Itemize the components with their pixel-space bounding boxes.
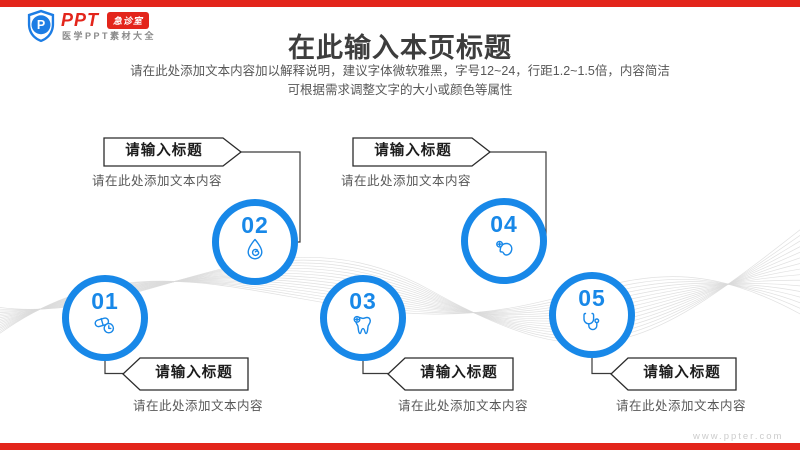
logo-badge: 急诊室 [107, 12, 150, 29]
callout-node-01: 请输入标题 [122, 357, 250, 397]
page-subtitle: 请在此处添加文本内容加以解释说明，建议字体微软雅黑，字号12~24，行距1.2~… [0, 62, 800, 100]
callout-node-03: 请输入标题 [387, 357, 515, 397]
callout-title: 请输入标题 [155, 365, 233, 381]
stethoscope-icon [583, 312, 600, 331]
svg-text:P: P [37, 18, 45, 32]
node-number: 02 [241, 212, 269, 238]
organ-plus-icon [496, 240, 513, 256]
node-circle-01: 01 [62, 275, 148, 361]
tooth-icon [353, 315, 371, 335]
callout-node-04: 请输入标题 [352, 137, 494, 173]
callout-body-text: 请在此处添加文本内容 [133, 399, 264, 413]
node-number: 01 [91, 288, 119, 314]
node-circle-03: 03 [320, 275, 406, 361]
water-drop-icon [247, 238, 263, 260]
callout-body-text: 请在此处添加文本内容 [92, 174, 223, 188]
node-circle-05: 05 [549, 272, 635, 358]
node-number: 04 [490, 211, 518, 237]
brand-logo: P PPT 急诊室 医学PPT素材大全 [26, 9, 206, 43]
watermark: www.ppter.com [693, 431, 784, 442]
callout-body-text: 请在此处添加文本内容 [616, 399, 747, 413]
node-number: 03 [349, 288, 377, 314]
node-circle-02: 02 [212, 199, 298, 285]
subtitle-line-2: 可根据需求调整文字的大小或颜色等属性 [287, 83, 513, 97]
pill-clock-icon [94, 317, 115, 334]
callout-node-05: 请输入标题 [610, 357, 738, 397]
callout-title: 请输入标题 [125, 143, 203, 159]
top-red-bar [0, 0, 800, 7]
callout-title: 请输入标题 [374, 143, 452, 159]
callout-body-text: 请在此处添加文本内容 [398, 399, 529, 413]
bottom-red-bar [0, 443, 800, 450]
callout-body-text: 请在此处添加文本内容 [341, 174, 472, 188]
node-circle-04: 04 [461, 198, 547, 284]
node-number: 05 [578, 285, 606, 311]
callout-node-02: 请输入标题 [103, 137, 245, 173]
shield-logo-icon: P [27, 9, 55, 43]
callout-title: 请输入标题 [643, 365, 721, 381]
subtitle-line-1: 请在此处添加文本内容加以解释说明，建议字体微软雅黑，字号12~24，行距1.2~… [130, 64, 670, 78]
logo-tagline: 医学PPT素材大全 [62, 31, 157, 41]
page-title: 在此输入本页标题 [288, 33, 512, 63]
logo-text: PPT [61, 10, 100, 30]
callout-title: 请输入标题 [420, 365, 498, 381]
